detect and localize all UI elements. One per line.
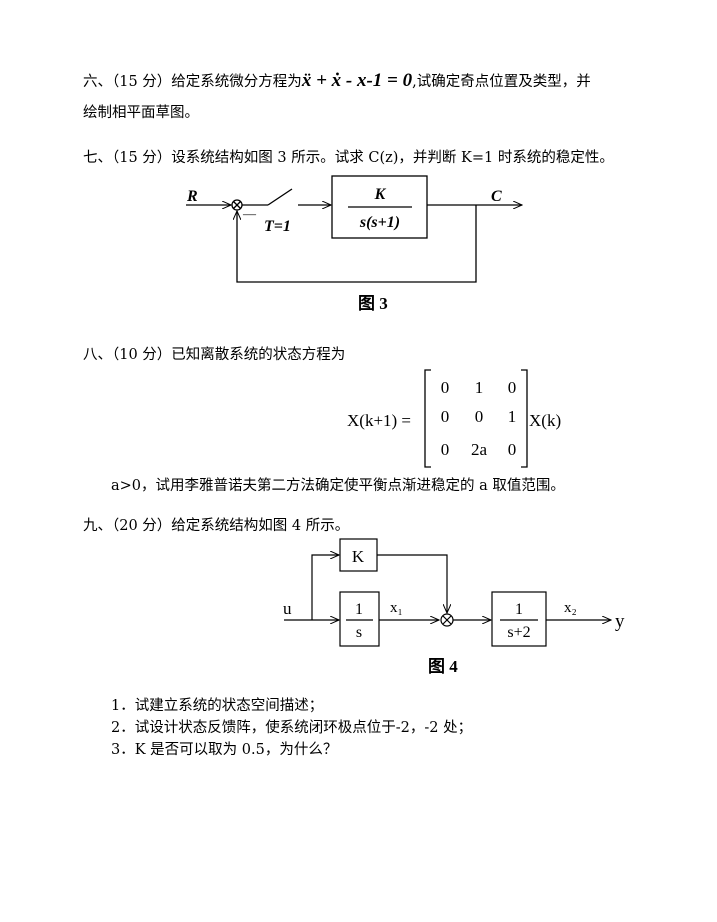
fig3-denominator: s(s+1) bbox=[359, 214, 400, 231]
fig3-numerator: K bbox=[374, 186, 387, 203]
fig3-input-label: R bbox=[186, 188, 198, 205]
matrix-entries: 0 1 0 0 0 1 0 2a 0 bbox=[441, 378, 517, 459]
question-6-line-1: 六、（15 分）给定系统微分方程为ẍ + ẋ - x-1 = 0,试确定奇点位置… bbox=[83, 70, 591, 92]
fig3-sampler-label: T=1 bbox=[264, 218, 291, 235]
question-8-condition: a>0，试用李雅普诺夫第二方法确定使平衡点渐进稳定的 a 取值范围。 bbox=[111, 478, 565, 494]
matrix-cell: 0 bbox=[441, 407, 450, 426]
matrix-cell: 1 bbox=[508, 407, 517, 426]
fig4-gain-k: K bbox=[352, 547, 365, 566]
fig3-output-label: C bbox=[491, 188, 502, 205]
fig4-x2-label: x₂ bbox=[564, 600, 577, 616]
matrix-cell: 2a bbox=[471, 440, 488, 459]
matrix-cell: 0 bbox=[441, 440, 450, 459]
fig4-block2-denominator: s+2 bbox=[507, 624, 530, 641]
fig4-block2-numerator: 1 bbox=[515, 601, 523, 618]
matrix-rhs: X(k) bbox=[529, 411, 561, 430]
fig3-caption: 图 3 bbox=[358, 294, 388, 313]
matrix-cell: 0 bbox=[475, 407, 484, 426]
question-7-text: 七、（15 分）设系统结构如图 3 所示。试求 C(z)，并判断 K=1 时系统… bbox=[83, 150, 614, 166]
matrix-lhs: X(k+1) = bbox=[347, 411, 411, 430]
matrix-brackets bbox=[424, 369, 528, 468]
fig4-output-label: y bbox=[615, 611, 625, 632]
question-9-item-3: 3．K 是否可以取为 0.5，为什么？ bbox=[111, 742, 338, 758]
fig3-minus-sign: — bbox=[242, 206, 257, 221]
fig4-input-label: u bbox=[283, 599, 292, 618]
q6-equation: ẍ + ẋ - x-1 = 0 bbox=[301, 70, 413, 91]
fig4-block1-numerator: 1 bbox=[355, 601, 363, 618]
question-9-text: 九、（20 分）给定系统结构如图 4 所示。 bbox=[83, 518, 350, 534]
question-9-item-2: 2．试设计状态反馈阵，使系统闭环极点位于-2，-2 处； bbox=[111, 720, 473, 736]
question-6-line-2: 绘制相平面草图。 bbox=[83, 105, 199, 121]
matrix-cell: 0 bbox=[508, 440, 517, 459]
q6-suffix: ,试确定奇点位置及类型，并 bbox=[412, 74, 591, 90]
figure-4-block-diagram bbox=[284, 538, 611, 647]
question-9-item-1: 1．试建立系统的状态空间描述； bbox=[111, 698, 324, 714]
matrix-cell: 1 bbox=[475, 378, 484, 397]
matrix-cell: 0 bbox=[508, 378, 517, 397]
fig4-x1-label: x₁ bbox=[390, 600, 403, 616]
fig4-block1-denominator: s bbox=[356, 624, 362, 641]
matrix-cell: 0 bbox=[441, 378, 450, 397]
question-8-text: 八、（10 分）已知离散系统的状态方程为 bbox=[83, 347, 346, 363]
fig4-caption: 图 4 bbox=[428, 657, 458, 676]
q6-prefix: 六、（15 分）给定系统微分方程为 bbox=[83, 74, 302, 90]
